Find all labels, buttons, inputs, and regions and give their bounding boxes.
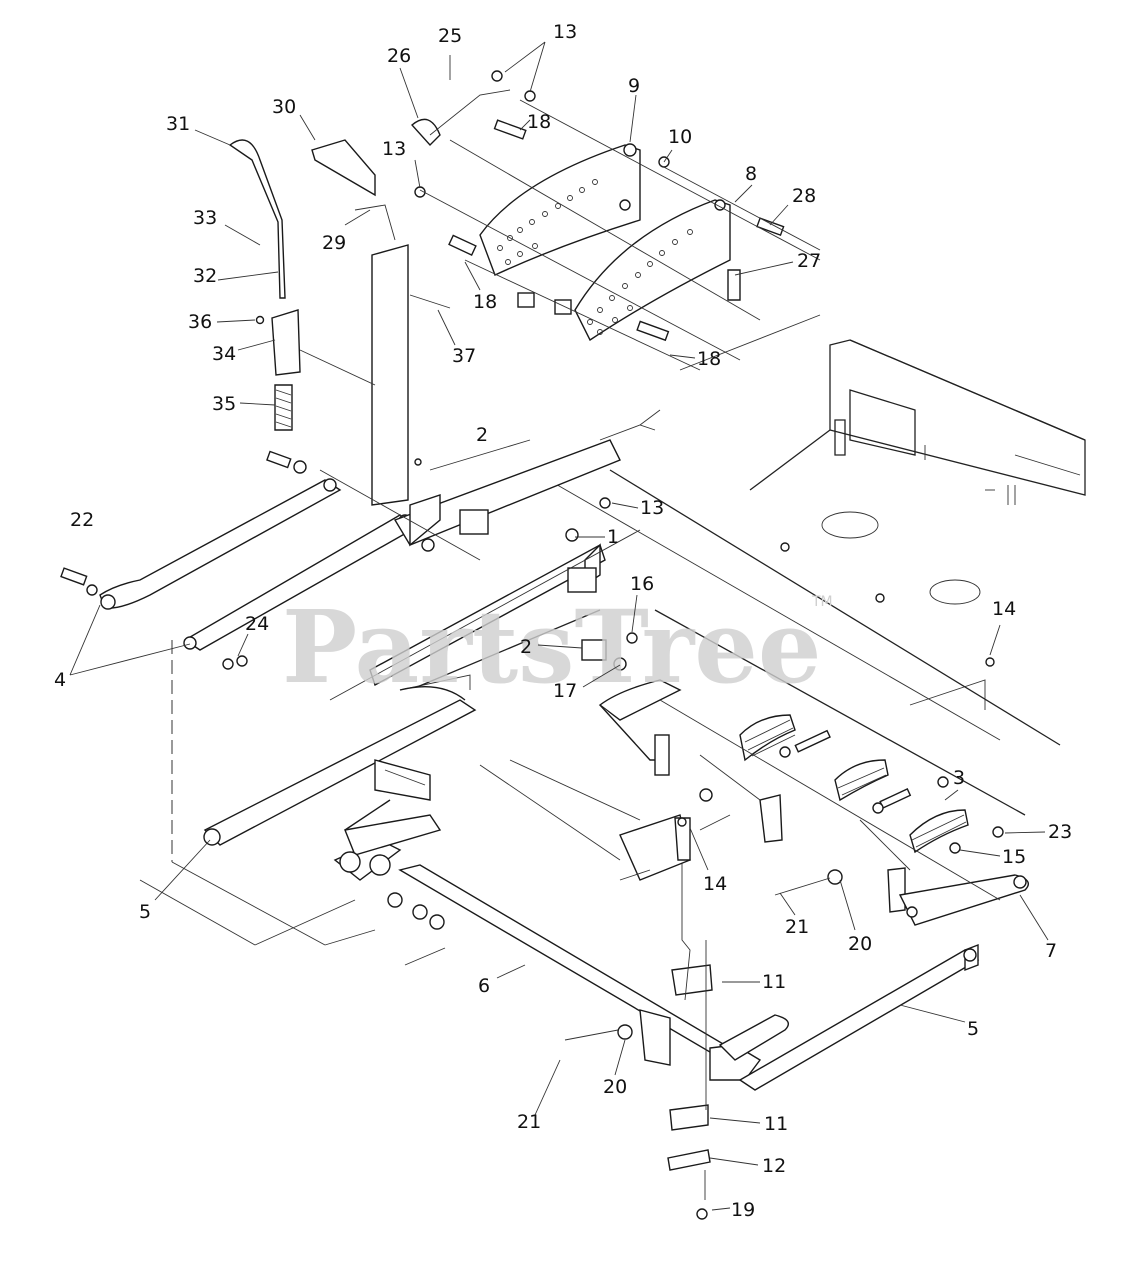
callout-35: 35 (212, 393, 236, 415)
callout-8: 8 (745, 163, 757, 185)
lower-shaft-assembly (203, 685, 980, 1220)
callout-13: 13 (382, 138, 406, 160)
callout-18: 18 (473, 291, 497, 313)
callout-17: 17 (553, 680, 577, 702)
callout-18: 18 (697, 348, 721, 370)
boundary-dash-lines (139, 640, 641, 946)
callout-9: 9 (628, 75, 640, 97)
callout-5: 5 (967, 1018, 979, 1040)
callout-12: 12 (762, 1155, 786, 1177)
callout-33: 33 (193, 207, 217, 229)
callout-6: 6 (478, 975, 490, 997)
callout-14: 14 (992, 598, 1016, 620)
watermark-trademark: TM (811, 594, 833, 610)
callout-37: 37 (452, 345, 476, 367)
callout-7: 7 (1045, 940, 1057, 962)
quadrant-plate-9 (479, 143, 641, 276)
callout-5: 5 (139, 901, 151, 923)
callout-26: 26 (387, 45, 411, 67)
watermark: PartsTree TM (282, 588, 833, 706)
callout-20: 20 (603, 1076, 627, 1098)
control-lever (228, 139, 451, 506)
quadrant-plate-8 (574, 199, 731, 342)
callout-31: 31 (166, 113, 190, 135)
callout-30: 30 (272, 96, 296, 118)
callout-leaders (69, 41, 1049, 1211)
upper-alignment-lines (419, 99, 821, 371)
callout-25: 25 (438, 25, 462, 47)
callout-14: 14 (703, 873, 727, 895)
callout-11: 11 (762, 971, 786, 993)
callout-13: 13 (553, 21, 577, 43)
watermark-text: PartsTree (282, 588, 822, 706)
callout-15: 15 (1002, 846, 1026, 868)
chassis-frame (539, 339, 1086, 816)
callout-23: 23 (1048, 821, 1072, 843)
callout-34: 34 (212, 343, 236, 365)
callout-21: 21 (517, 1111, 541, 1133)
callout-10: 10 (668, 126, 692, 148)
callout-24: 24 (245, 613, 269, 635)
callout-21: 21 (785, 916, 809, 938)
callout-16: 16 (630, 573, 654, 595)
callout-27: 27 (797, 250, 821, 272)
callout-32: 32 (193, 265, 217, 287)
callout-labels: 25 13 26 9 18 31 30 13 10 8 28 33 29 32 … (54, 21, 1072, 1221)
callout-29: 29 (322, 232, 346, 254)
main-bracket (319, 409, 661, 701)
callout-11: 11 (764, 1113, 788, 1135)
callout-36: 36 (188, 311, 212, 333)
callout-13: 13 (640, 497, 664, 519)
callout-2: 2 (520, 636, 532, 658)
springs-and-arms (598, 679, 1029, 926)
upper-hardware (410, 70, 785, 342)
callout-19: 19 (731, 1199, 755, 1221)
callout-4: 4 (54, 669, 66, 691)
callout-28: 28 (792, 185, 816, 207)
callout-2: 2 (476, 424, 488, 446)
callout-3: 3 (953, 767, 965, 789)
callout-1: 1 (607, 526, 619, 548)
callout-22: 22 (70, 509, 94, 531)
callout-20: 20 (848, 933, 872, 955)
callout-18: 18 (527, 111, 551, 133)
